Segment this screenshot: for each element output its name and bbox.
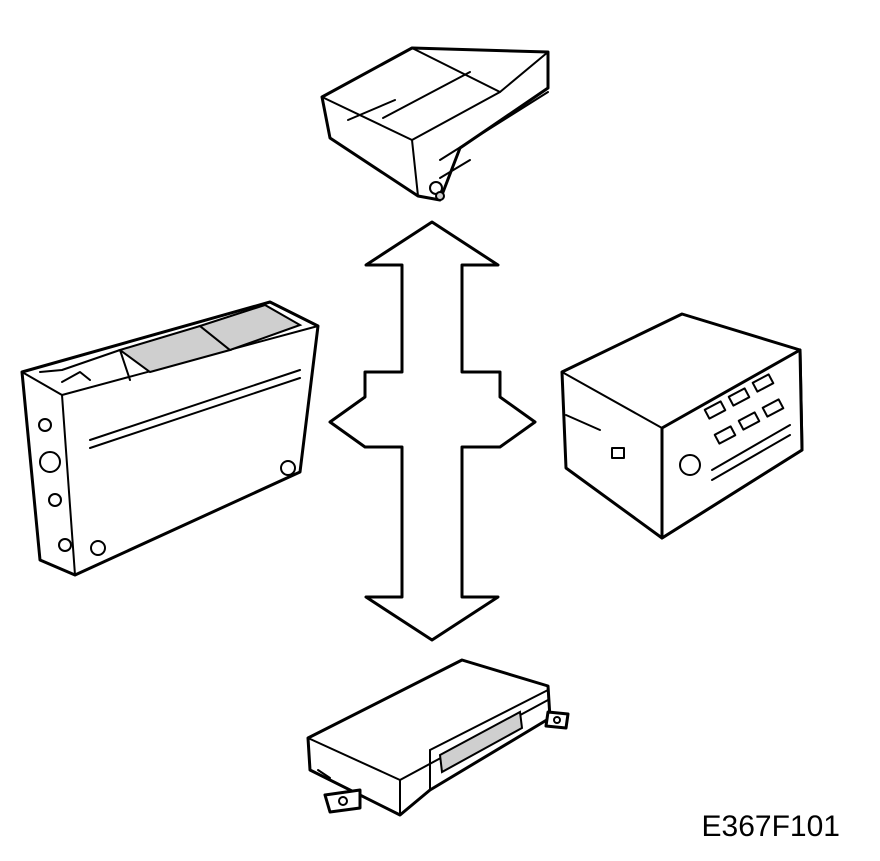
bottom-unit-icon	[306, 658, 570, 817]
right-unit-icon	[560, 312, 804, 540]
left-unit-icon	[20, 300, 320, 577]
four-way-arrow-icon	[328, 220, 537, 642]
figure-code: E367F101	[701, 810, 840, 843]
top-unit-icon	[320, 46, 550, 202]
